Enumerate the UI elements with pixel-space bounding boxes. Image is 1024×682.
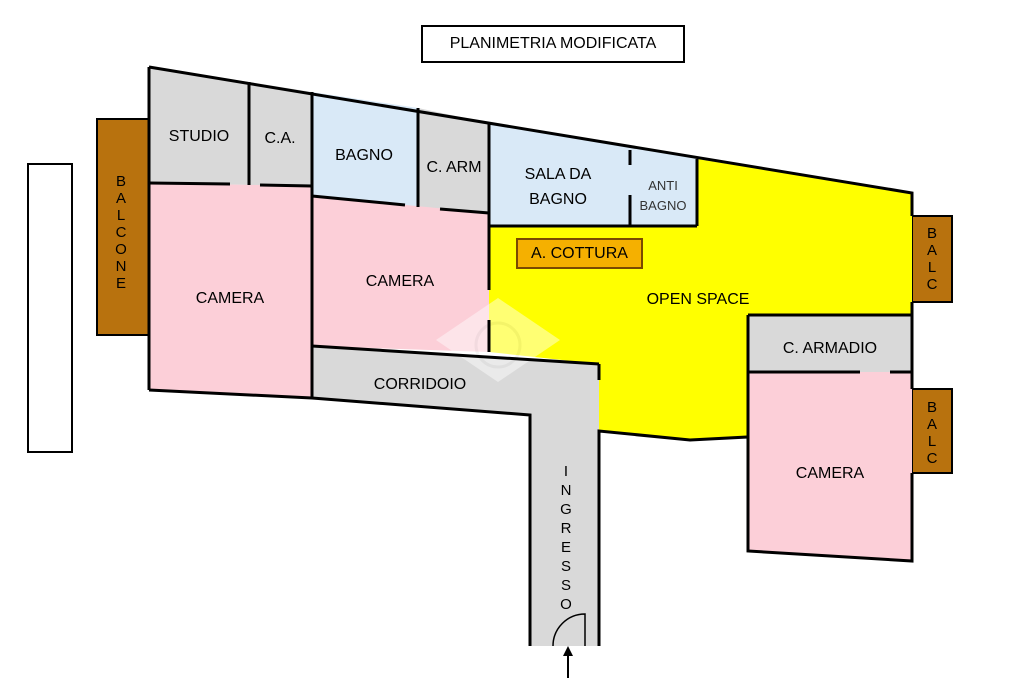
vertical-letter: I [564,463,568,480]
vertical-letter: E [116,275,126,292]
vertical-letter: L [928,433,936,450]
label-sala-da-bagno-2: BAGNO [529,191,587,208]
vertical-letter: C [116,224,127,241]
a-cottura-label: A. COTTURA [516,238,643,269]
room-ca [249,82,312,186]
room-c-armadio [748,315,912,372]
vertical-letter: S [561,558,571,575]
vertical-letter: B [116,173,126,190]
label-sala-da-bagno-1: SALA DA [525,166,592,183]
vertical-letter: A [927,242,937,259]
room-camera-left [149,183,312,398]
vertical-letter: E [561,539,571,556]
vertical-letter: O [115,241,127,258]
balc-top-right [911,215,953,303]
vertical-letter: A [927,416,937,433]
vertical-letter: C [927,276,938,293]
entrance-arrow-icon [563,646,573,678]
vertical-letter: L [117,207,125,224]
label-c-armadio: C. ARMADIO [783,340,877,357]
room-camera-right [748,372,912,561]
vertical-letter: C [927,450,938,467]
room-corridoio [312,346,599,646]
label-corridoio: CORRIDOIO [374,376,466,393]
label-camera-left: CAMERA [196,290,265,307]
vertical-letter: N [561,482,572,499]
vertical-letter: A [116,190,126,207]
room-c-arm [418,108,489,213]
page-title: PLANIMETRIA MODIFICATA [421,25,685,63]
label-bagno: BAGNO [335,147,393,164]
room-sala-da-bagno [489,123,697,226]
label-ca: C.A. [264,130,295,147]
label-open-space: OPEN SPACE [647,291,750,308]
vertical-letter: B [927,399,937,416]
vertical-letter: N [116,258,127,275]
label-studio: STUDIO [169,128,229,145]
balc-bottom-right [911,388,953,474]
entrance-door [552,613,586,647]
balcone-left [96,118,150,336]
vertical-letter: S [561,577,571,594]
label-anti-bagno-1: ANTI [648,178,678,193]
room-bagno [312,92,418,207]
room-studio [149,67,249,185]
vertical-letter: B [927,225,937,242]
cortile-interno-box [27,163,73,453]
label-c-arm: C. ARM [426,159,481,176]
vertical-letter: O [560,596,572,613]
internal-walls [148,82,912,437]
room-open-space [489,159,912,440]
room-camera-mid [312,196,489,352]
label-camera-mid: CAMERA [366,273,435,290]
vertical-letter: L [928,259,936,276]
vertical-letter: G [560,501,572,518]
vertical-letter: R [561,520,572,537]
label-anti-bagno-2: BAGNO [640,198,687,213]
label-camera-right: CAMERA [796,465,865,482]
